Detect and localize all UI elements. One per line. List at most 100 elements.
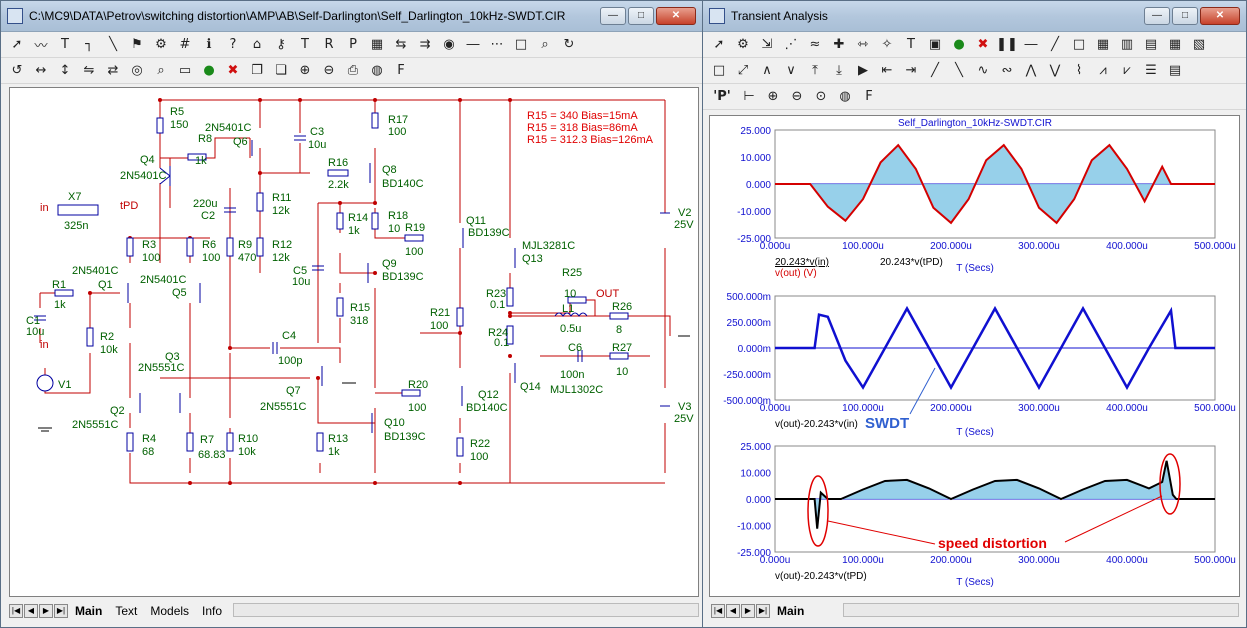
r1-label-icon[interactable]: R [324,37,334,52]
text-icon[interactable]: T [61,37,69,52]
data-points-icon[interactable]: ⋰ [784,37,798,52]
bus-icon[interactable]: ⇉ [419,37,431,52]
wire-icon[interactable]: 〰 [34,39,48,54]
tab-info[interactable]: Info [202,604,223,618]
flip-x-icon[interactable]: ↔ [35,63,47,78]
palette-icon[interactable]: ◍ [839,89,851,104]
rectangle-icon[interactable]: □ [514,37,528,52]
tag-icon[interactable]: ⇆ [395,37,407,52]
tab-main[interactable]: Main [777,604,805,618]
binoculars-icon[interactable]: ◎ [131,63,143,78]
window-icon[interactable]: ▭ [178,63,192,78]
slope-3-icon[interactable]: ∿ [977,63,989,78]
p-toggle-button[interactable]: 'P' [713,89,731,104]
tab-1-icon[interactable]: ▥ [1120,37,1134,52]
scale-icon[interactable]: ⇲ [761,37,773,52]
rectangle-icon[interactable]: □ [712,63,726,78]
select-arrow-icon[interactable]: ➚ [713,37,725,52]
search-icon[interactable]: ⌕ [157,63,165,78]
run-icon[interactable]: ● [953,37,965,52]
find-icon[interactable]: ⌕ [541,37,549,52]
minimize-button[interactable]: — [600,7,626,25]
diagonal-icon[interactable]: ╱ [1051,37,1059,52]
probe-icon[interactable]: ⚷ [276,37,286,52]
slope-5-icon[interactable]: ⋀ [1025,63,1037,78]
tab-4-icon[interactable]: ▧ [1192,37,1206,52]
dots-icon[interactable]: ⋯ [490,37,504,52]
text-tool-icon[interactable]: T [301,37,309,52]
font-icon[interactable]: F [865,89,873,104]
cursor-mode-icon[interactable]: ✚ [833,37,845,52]
paste-icon[interactable]: ❏ [275,63,287,78]
palette-icon[interactable]: ◍ [371,63,383,78]
nav-first-button[interactable]: |◀ [711,604,725,618]
grid-label-icon[interactable]: ▦ [370,37,384,52]
table-icon[interactable]: ▤ [1168,63,1182,78]
maximize-button[interactable]: □ [628,7,654,25]
slope-9-icon[interactable]: ⩗ [1123,63,1131,78]
cursor-sep-icon[interactable]: ⤢ [737,63,749,78]
zoom-fit-icon[interactable]: ⊙ [815,89,827,104]
nav-prev-button[interactable]: ◀ [726,604,740,618]
zoom-out-icon[interactable]: ⊖ [791,89,803,104]
print-icon[interactable]: ⎙ [347,63,359,78]
animate-icon[interactable]: ▶ [858,63,868,78]
select-arrow-icon[interactable]: ➚ [11,37,23,52]
slope-2-icon[interactable]: ╲ [955,63,963,78]
line-icon[interactable]: ― [466,37,480,52]
maximize-button[interactable]: □ [1172,7,1198,25]
cursor-left-icon[interactable]: ⇤ [881,63,893,78]
tab-text[interactable]: Text [115,604,138,618]
rotate-icon[interactable]: ↺ [11,63,23,78]
close-button[interactable]: ✕ [656,7,696,25]
valley-icon[interactable]: ∨ [786,63,796,78]
font-icon[interactable]: F [397,63,405,78]
diagonal-wire-icon[interactable]: ╲ [109,37,117,52]
nav-next-button[interactable]: ▶ [741,604,755,618]
high-icon[interactable]: ⤒ [812,63,818,78]
horizontal-scrollbar[interactable] [843,603,1239,617]
refresh-icon[interactable]: ↻ [563,37,575,52]
rectangle-icon[interactable]: □ [1072,37,1086,52]
line-icon[interactable]: ― [1024,37,1038,52]
peak-icon[interactable]: ∧ [762,63,772,78]
zoom-in-icon[interactable]: ⊕ [767,89,779,104]
zoom-in-icon[interactable]: ⊕ [299,63,311,78]
nav-prev-button[interactable]: ◀ [24,604,38,618]
run-icon[interactable]: ● [203,63,215,78]
swap-icon[interactable]: ⇄ [107,63,119,78]
node-number-icon[interactable]: # [179,37,191,52]
flag-icon[interactable]: ⚑ [131,37,143,52]
stop-icon[interactable]: ✖ [977,37,989,52]
tab-main[interactable]: Main [75,604,103,618]
ruler-icon[interactable]: ⊢ [743,89,755,104]
tab-models[interactable]: Models [150,604,190,618]
cursor-right-icon[interactable]: ⇥ [905,63,917,78]
pause-icon[interactable]: ❚❚ [996,37,1018,52]
slope-6-icon[interactable]: ⋁ [1049,63,1061,78]
slope-7-icon[interactable]: ⌇ [1075,63,1083,78]
tokens-icon[interactable]: ≈ [809,37,821,52]
pin-label-icon[interactable]: P [349,37,357,52]
mirror-icon[interactable]: ⇋ [83,63,95,78]
zoom-out-icon[interactable]: ⊖ [323,63,335,78]
slope-4-icon[interactable]: ∾ [1001,63,1013,78]
grid-icon[interactable]: ▦ [1096,37,1110,52]
tab-2-icon[interactable]: ▤ [1144,37,1158,52]
horizontal-scrollbar[interactable] [233,603,699,617]
nav-first-button[interactable]: |◀ [9,604,23,618]
text-icon[interactable]: T [907,37,915,52]
components-icon[interactable]: ⚙ [155,37,167,52]
low-icon[interactable]: ⤓ [836,63,842,78]
close-button[interactable]: ✕ [1200,7,1240,25]
copy-icon[interactable]: ❐ [251,63,263,78]
nav-last-button[interactable]: ▶| [54,604,68,618]
nav-next-button[interactable]: ▶ [39,604,53,618]
flip-y-icon[interactable]: ↕ [59,63,71,78]
minimize-button[interactable]: — [1144,7,1170,25]
tab-3-icon[interactable]: ▦ [1168,37,1182,52]
nav-last-button[interactable]: ▶| [756,604,770,618]
ortho-wire-icon[interactable]: ┐ [85,37,93,52]
